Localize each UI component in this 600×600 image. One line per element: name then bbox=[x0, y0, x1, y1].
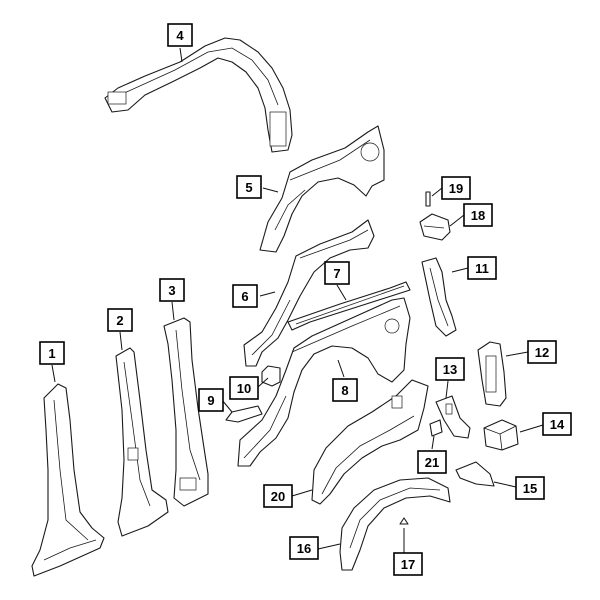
svg-text:17: 17 bbox=[401, 557, 415, 572]
callout-6: 6 bbox=[232, 284, 258, 308]
callout-14: 14 bbox=[542, 412, 572, 436]
callout-10: 10 bbox=[229, 376, 259, 400]
callout-9: 9 bbox=[198, 388, 224, 412]
part-5-quarter-inner-upper bbox=[259, 125, 385, 253]
part-9-bracket bbox=[225, 405, 263, 423]
svg-text:3: 3 bbox=[168, 283, 175, 298]
part-6-wheelhouse-upper bbox=[243, 219, 375, 367]
svg-text:20: 20 bbox=[271, 489, 285, 504]
svg-text:4: 4 bbox=[176, 28, 184, 43]
part-20-wheelhouse-inner bbox=[311, 379, 429, 505]
part-10-small-bracket bbox=[261, 365, 281, 387]
svg-text:12: 12 bbox=[535, 345, 549, 360]
callout-4: 4 bbox=[167, 23, 193, 47]
part-19-bolt bbox=[425, 191, 431, 207]
part-8-body-side-outer bbox=[237, 297, 411, 467]
callout-19: 19 bbox=[441, 176, 471, 200]
svg-text:14: 14 bbox=[550, 417, 565, 432]
part-2-b-pillar bbox=[115, 347, 169, 537]
leader-lines bbox=[51, 47, 544, 555]
part-7-upper-rail bbox=[287, 281, 411, 331]
callout-11: 11 bbox=[467, 256, 497, 280]
svg-text:15: 15 bbox=[523, 481, 537, 496]
svg-text:16: 16 bbox=[297, 541, 311, 556]
callout-15: 15 bbox=[515, 476, 545, 500]
svg-text:8: 8 bbox=[341, 383, 348, 398]
callout-1: 1 bbox=[39, 341, 65, 365]
callout-17: 17 bbox=[393, 552, 423, 576]
callout-8: 8 bbox=[332, 378, 358, 402]
svg-text:21: 21 bbox=[425, 455, 439, 470]
part-3-c-pillar bbox=[163, 317, 209, 507]
svg-text:7: 7 bbox=[333, 266, 340, 281]
callout-12: 12 bbox=[527, 340, 557, 364]
part-15-bracket bbox=[455, 461, 495, 487]
part-1-a-pillar bbox=[31, 383, 105, 577]
svg-text:5: 5 bbox=[245, 180, 252, 195]
part-14-reinforcement bbox=[483, 419, 519, 451]
callout-13: 13 bbox=[435, 357, 465, 381]
callout-5: 5 bbox=[236, 175, 262, 199]
svg-text:10: 10 bbox=[237, 381, 251, 396]
callout-21: 21 bbox=[417, 450, 447, 474]
svg-text:6: 6 bbox=[241, 289, 248, 304]
svg-text:11: 11 bbox=[475, 261, 489, 276]
svg-text:18: 18 bbox=[471, 208, 485, 223]
part-17-clip bbox=[399, 517, 409, 525]
part-21-plate bbox=[429, 419, 443, 437]
callout-20: 20 bbox=[263, 484, 293, 508]
svg-text:13: 13 bbox=[443, 362, 457, 377]
part-4-roof-rail bbox=[104, 37, 293, 153]
callout-16: 16 bbox=[289, 536, 319, 560]
part-13-bracket bbox=[435, 395, 471, 439]
part-11-d-pillar-inner bbox=[421, 257, 457, 337]
svg-text:19: 19 bbox=[449, 181, 463, 196]
callout-2: 2 bbox=[107, 308, 133, 332]
svg-text:1: 1 bbox=[48, 346, 55, 361]
svg-text:9: 9 bbox=[207, 393, 214, 408]
callout-18: 18 bbox=[463, 203, 493, 227]
part-18-bracket bbox=[419, 213, 451, 241]
callout-7: 7 bbox=[324, 261, 350, 285]
svg-text:2: 2 bbox=[116, 313, 123, 328]
part-12-lamp-pocket bbox=[477, 341, 507, 407]
part-16-wheelhouse-liner bbox=[339, 477, 451, 571]
callout-3: 3 bbox=[159, 278, 185, 302]
